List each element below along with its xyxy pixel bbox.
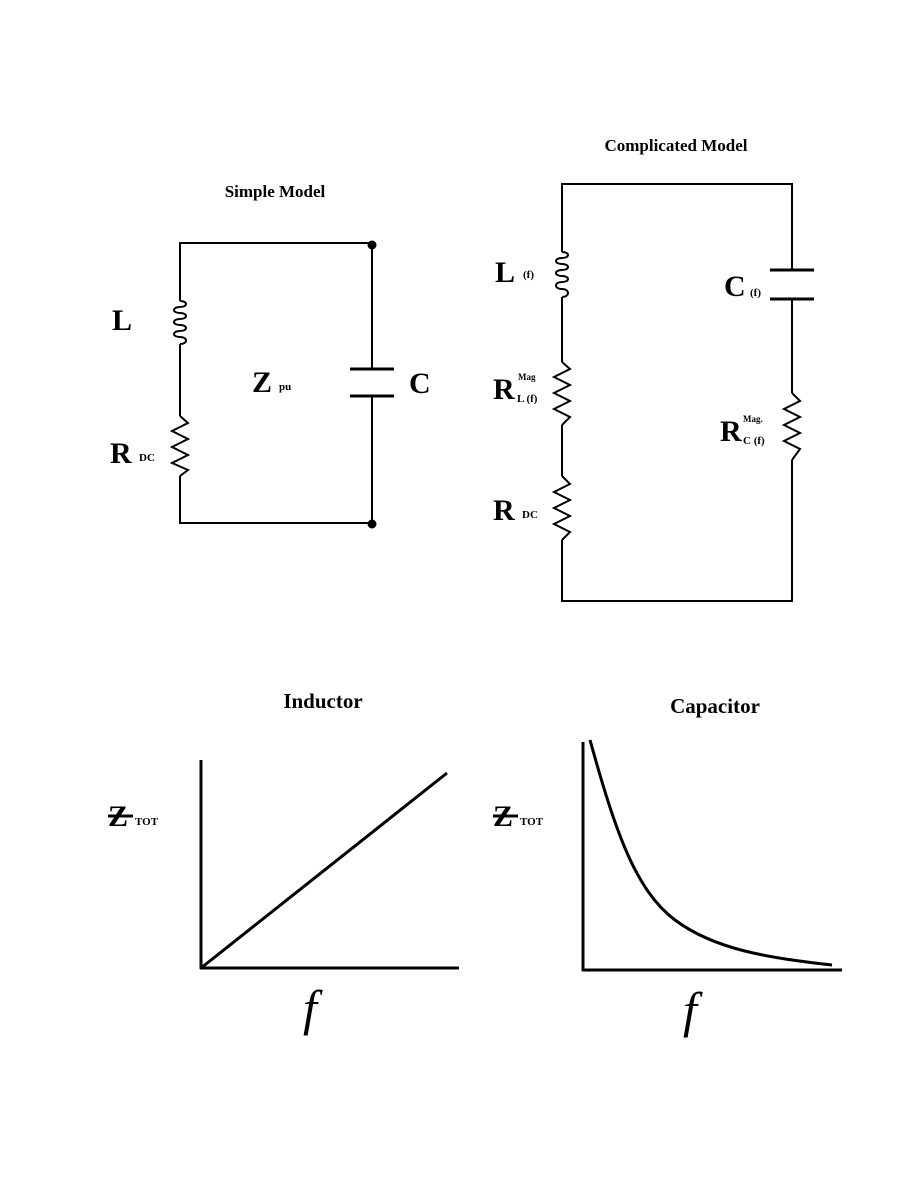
simple-capacitor-label: C — [409, 367, 431, 400]
simple-top-wire — [179, 242, 373, 369]
complicated-inductor-label: L — [495, 256, 515, 289]
simple-top-node — [367, 240, 377, 250]
complicated-r-dc-label: R — [493, 494, 515, 527]
complicated-inductor-coil — [555, 251, 569, 298]
simple-resistor-sub: DC — [139, 452, 155, 464]
simple-bottom-node — [367, 519, 377, 529]
simple-inductor-label: L — [112, 304, 132, 337]
complicated-r-mag-l-sup: Mag — [518, 372, 536, 382]
simple-inductor-coil — [173, 300, 187, 345]
complicated-resistor-mag-l — [551, 361, 573, 426]
simple-model-title: Simple Model — [225, 182, 326, 201]
inductor-plot-title: Inductor — [283, 689, 362, 713]
complicated-top-wire — [561, 183, 793, 270]
inductor-plot: Inductor Z TOT f — [108, 689, 459, 1036]
capacitor-impedance-curve — [588, 739, 833, 967]
simple-impedance-label: Z — [252, 366, 272, 399]
complicated-r-mag-l-sub: L (f) — [517, 393, 538, 405]
complicated-model-title: Complicated Model — [604, 136, 747, 155]
inductor-impedance-line — [200, 771, 448, 970]
complicated-r-mag-c-sup: Mag. — [743, 414, 763, 424]
complicated-resistor-mag-c — [781, 392, 803, 461]
capacitor-y-label-sub: TOT — [520, 816, 544, 828]
complicated-inductor-sub: (f) — [523, 269, 534, 281]
complicated-resistor-dc — [551, 475, 573, 541]
complicated-model: Complicated Model L (f) C (f) R Mag L (f… — [493, 136, 814, 602]
simple-resistor-zigzag — [169, 415, 191, 477]
inductor-x-label: f — [303, 980, 323, 1036]
complicated-capacitor-label: C — [724, 270, 746, 303]
complicated-r-mag-c-label: R — [720, 415, 742, 448]
simple-bottom-wire — [179, 396, 373, 524]
capacitor-plot: Capacitor Z TOT f — [493, 694, 842, 1038]
simple-impedance-sub: pu — [279, 381, 291, 393]
complicated-capacitor-sub: (f) — [750, 287, 761, 299]
simple-resistor-label: R — [110, 437, 132, 470]
capacitor-x-label: f — [683, 982, 703, 1038]
complicated-r-mag-l-label: R — [493, 373, 515, 406]
complicated-bottom-wire — [561, 460, 793, 602]
complicated-r-mag-c-sub: C (f) — [743, 435, 765, 447]
capacitor-plot-title: Capacitor — [670, 694, 760, 718]
inductor-y-label-sub: TOT — [135, 816, 159, 828]
complicated-r-dc-sub: DC — [522, 509, 538, 521]
simple-model: Simple Model L R DC Z pu C — [110, 182, 431, 529]
